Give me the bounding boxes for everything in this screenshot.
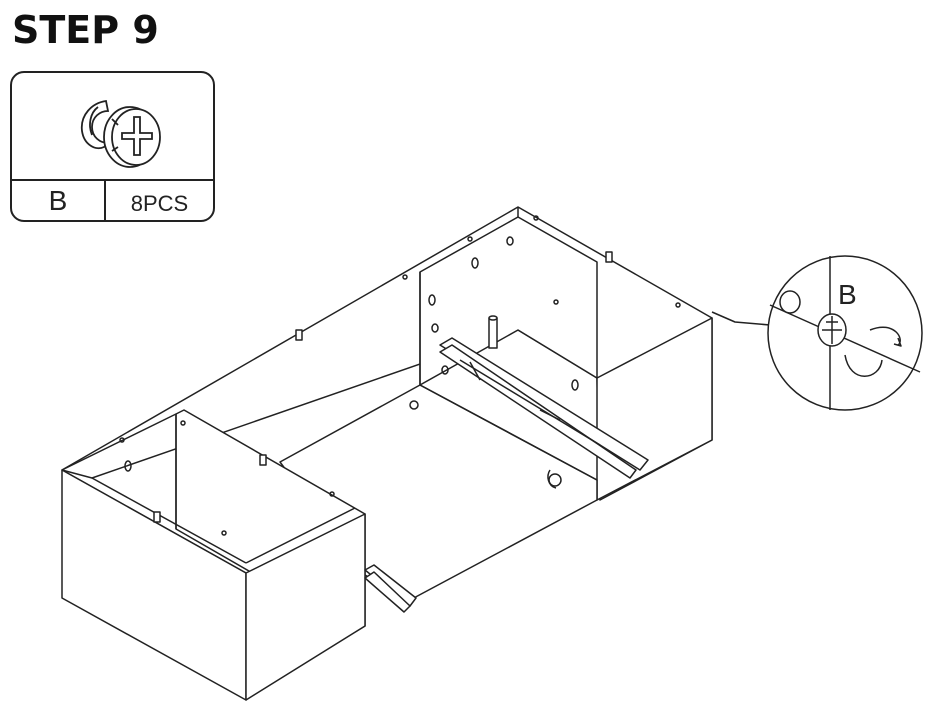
callout-leader	[711, 311, 771, 326]
left-side-panel	[245, 513, 366, 701]
part-image	[12, 73, 213, 179]
drawer-slide-right	[439, 337, 649, 479]
cam-lock-icon	[80, 99, 161, 168]
parts-box: B 8PCS	[10, 71, 215, 222]
callout-label: B	[838, 279, 857, 310]
cam-lock-bottom	[547, 469, 562, 489]
dowels	[153, 251, 613, 523]
part-info-row: B 8PCS	[12, 179, 213, 220]
part-letter: B	[12, 181, 106, 220]
part-quantity: 8PCS	[130, 191, 189, 216]
drawer-slide-left	[364, 564, 417, 613]
holes	[119, 215, 681, 536]
callout-cam-lock-icon	[779, 290, 902, 377]
step-title: STEP 9	[12, 8, 159, 52]
